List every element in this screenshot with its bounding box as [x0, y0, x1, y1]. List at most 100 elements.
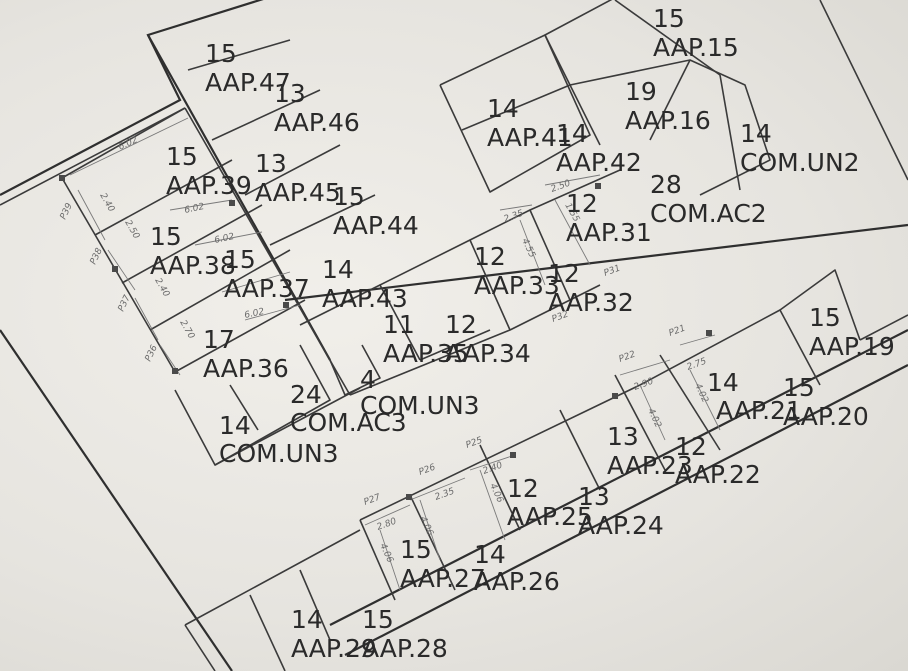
unit-code: AAP.41 [487, 123, 573, 152]
unit-number: 14 [740, 119, 772, 148]
unit-number: 15 [150, 222, 182, 251]
unit-code: AAP.25 [507, 502, 593, 531]
unit-code: AAP.28 [362, 634, 448, 663]
unit-number: 12 [675, 432, 707, 461]
unit-number: 15 [362, 605, 394, 634]
column-markers [59, 175, 712, 500]
unit-number: 15 [809, 303, 841, 332]
unit-number: 15 [333, 182, 365, 211]
unit-number: 13 [607, 422, 639, 451]
pillar-label: P22 [618, 350, 638, 365]
unit-number: 14 [707, 368, 739, 397]
unit-code: AAP.31 [566, 218, 652, 247]
dimension-label: 6.02 [244, 307, 266, 321]
unit-number: 14 [487, 94, 519, 123]
pillar-label: P39 [59, 201, 75, 221]
unit-code: AAP.26 [474, 567, 560, 596]
unit-number: 12 [445, 310, 477, 339]
dimension-label: 4.55 [519, 237, 537, 260]
pillar-label: P38 [89, 246, 105, 266]
unit-code: AAP.38 [150, 251, 236, 280]
unit-code: COM.UN2 [740, 148, 860, 177]
dimension-label: 2.40 [97, 192, 116, 215]
unit-number: 24 [290, 380, 322, 409]
dimension-label: 6.02 [117, 135, 140, 153]
unit-number: 19 [625, 77, 657, 106]
unit-number: 12 [566, 189, 598, 218]
unit-code: AAP.22 [675, 460, 761, 489]
unit-number: 11 [383, 310, 415, 339]
dimension-label: 2.35 [503, 208, 526, 224]
dimension-label: 4.06 [487, 482, 505, 505]
unit-code: AAP.32 [548, 288, 634, 317]
unit-number: 15 [400, 535, 432, 564]
pillar-label: P26 [418, 463, 438, 478]
unit-number: 28 [650, 170, 682, 199]
unit-number: 14 [556, 119, 588, 148]
unit-code: AAP.43 [322, 284, 408, 313]
unit-number: 14 [291, 605, 323, 634]
pillar-label: P21 [668, 324, 687, 339]
dimension-label: 2.50 [122, 219, 141, 242]
dimension-lines [69, 117, 721, 591]
unit-number: 13 [255, 149, 287, 178]
unit-number: 15 [783, 373, 815, 402]
unit-number: 12 [474, 242, 506, 271]
unit-code: AAP.35 [383, 339, 469, 368]
unit-number: 14 [322, 255, 354, 284]
unit-number: 15 [224, 245, 256, 274]
unit-number: 12 [507, 474, 539, 503]
dimension-label: 6.02 [214, 232, 236, 246]
unit-number: 14 [219, 411, 251, 440]
unit-number: 12 [548, 259, 580, 288]
unit-code: AAP.20 [783, 402, 869, 431]
unit-code: AAP.23 [607, 451, 693, 480]
unit-number: 4 [360, 365, 376, 394]
unit-code: AAP.46 [274, 108, 360, 137]
unit-number: 15 [653, 4, 685, 33]
unit-code: AAP.34 [445, 339, 531, 368]
dimension-label: 2.40 [482, 460, 505, 476]
unit-code: AAP.15 [653, 33, 739, 62]
unit-code: AAP.45 [255, 178, 341, 207]
dimension-label: 6.02 [184, 202, 206, 216]
unit-code: AAP.24 [578, 511, 664, 540]
unit-code: AAP.29 [291, 634, 377, 663]
unit-number: 13 [578, 482, 610, 511]
unit-code: AAP.33 [474, 271, 560, 300]
unit-code: AAP.16 [625, 106, 711, 135]
pillar-label: P31 [603, 264, 622, 279]
unit-number: 15 [205, 39, 237, 68]
unit-code: AAP.21 [716, 396, 802, 425]
unit-code: COM.UN3 [360, 391, 480, 420]
unit-code: AAP.19 [809, 332, 895, 361]
